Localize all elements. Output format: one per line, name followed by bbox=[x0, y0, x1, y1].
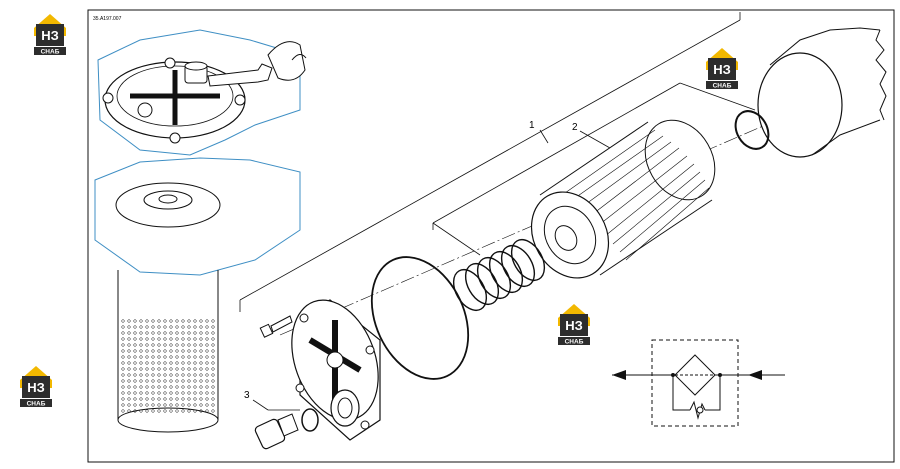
cover-plate-rim bbox=[116, 65, 234, 127]
drain-plug bbox=[254, 408, 319, 450]
plug-top bbox=[184, 61, 208, 71]
filter-center-tube bbox=[554, 225, 578, 251]
o-ring-small bbox=[734, 110, 770, 150]
cover-hub bbox=[326, 351, 344, 369]
housing-bottom-edge bbox=[811, 119, 881, 156]
logo-sub-text: СНАБ bbox=[565, 339, 584, 346]
logo-body bbox=[36, 24, 64, 46]
housing-opening bbox=[757, 52, 843, 158]
canister-perforation bbox=[119, 318, 217, 414]
brand-logo-bottom-left: НЗ СНАБ bbox=[20, 366, 52, 408]
logo-sub-text: СНАБ bbox=[27, 401, 46, 408]
spring-coil bbox=[500, 245, 536, 287]
inset-filter-canister bbox=[94, 157, 301, 433]
logo-main-text: НЗ bbox=[41, 28, 59, 43]
cover-bolt-hole bbox=[299, 313, 309, 323]
wrench bbox=[207, 63, 273, 87]
drawing-code: 35.A197.007 bbox=[93, 16, 122, 22]
cover-bolt-hole bbox=[295, 383, 305, 393]
filter-top-edge bbox=[539, 121, 649, 196]
bolt-head bbox=[234, 94, 246, 106]
callout-1: 1 bbox=[529, 120, 535, 131]
logo-body bbox=[22, 376, 50, 398]
symbol-boundary bbox=[651, 339, 739, 427]
group-line-item2 bbox=[432, 82, 681, 224]
filter-element bbox=[530, 119, 716, 279]
plug-o-ring bbox=[301, 408, 319, 432]
bolt-head bbox=[102, 92, 114, 104]
plug-thread bbox=[277, 413, 299, 437]
callout-2: 2 bbox=[572, 122, 578, 133]
leader-2 bbox=[579, 130, 611, 149]
screw-head bbox=[259, 323, 274, 338]
logo-sub-text: СНАБ bbox=[41, 49, 60, 56]
filter-center bbox=[143, 190, 193, 210]
filter-far-end bbox=[644, 119, 716, 201]
logo-main-text: НЗ bbox=[27, 380, 45, 395]
bolt-head bbox=[164, 57, 176, 69]
bypass-line bbox=[672, 375, 721, 411]
leader-3 bbox=[252, 399, 269, 411]
inset-cover-wrench bbox=[97, 29, 307, 156]
brand-logo-top-left: НЗ СНАБ bbox=[34, 14, 66, 56]
filter-pleats bbox=[554, 129, 710, 261]
spring-coil bbox=[488, 251, 524, 293]
filter-housing bbox=[757, 27, 887, 158]
hand bbox=[267, 41, 306, 81]
logo-body bbox=[560, 314, 588, 336]
spring-coil bbox=[464, 263, 500, 305]
hydraulic-filter-symbol bbox=[612, 339, 785, 427]
bolt-head bbox=[169, 132, 181, 144]
filter-top-disc bbox=[115, 182, 221, 228]
logo-strip bbox=[706, 81, 738, 89]
cover-bolt-hole bbox=[365, 345, 375, 355]
logo-main-text: НЗ bbox=[565, 318, 583, 333]
filter-hole bbox=[158, 194, 178, 204]
port-hole bbox=[137, 102, 153, 118]
bypass-ball bbox=[696, 406, 704, 414]
hand-finger bbox=[291, 54, 307, 61]
brand-logo-center: НЗ СНАБ bbox=[558, 304, 590, 346]
logo-strip bbox=[558, 337, 590, 345]
o-ring-large bbox=[370, 256, 470, 380]
brand-logo-top-right: НЗ СНАБ bbox=[706, 48, 738, 90]
leader-2b bbox=[432, 222, 481, 256]
screw-shank bbox=[270, 315, 293, 333]
group-line-tick bbox=[679, 82, 756, 111]
logo-main-text: НЗ bbox=[713, 62, 731, 77]
cover-port-thread bbox=[337, 397, 353, 419]
spring bbox=[452, 239, 546, 311]
spring-coil bbox=[476, 257, 512, 299]
screw bbox=[259, 315, 293, 338]
arrow-inlet bbox=[748, 370, 762, 380]
drawing-frame bbox=[87, 9, 895, 463]
group-line-upper bbox=[239, 19, 741, 301]
filter-end-ring bbox=[543, 205, 597, 265]
cover-port bbox=[330, 389, 360, 427]
leader-1 bbox=[539, 129, 549, 144]
logo-sub-text: СНАБ bbox=[713, 83, 732, 90]
housing-break-line bbox=[875, 29, 887, 121]
spring-coil bbox=[510, 239, 546, 281]
logo-strip bbox=[20, 399, 52, 407]
filter-cover bbox=[291, 299, 381, 441]
inset-outline-blue bbox=[97, 29, 301, 156]
arrow-outlet bbox=[612, 370, 626, 380]
inset-outline-blue bbox=[94, 157, 301, 276]
filter-bottom-edge bbox=[599, 199, 713, 276]
cover-bolt-hole bbox=[360, 420, 370, 430]
housing-top-edge bbox=[769, 27, 881, 66]
logo-strip bbox=[34, 47, 66, 55]
axis-centerline bbox=[279, 109, 801, 336]
bypass-spring bbox=[689, 400, 706, 420]
logo-body bbox=[708, 58, 736, 80]
callout-3: 3 bbox=[244, 390, 250, 401]
